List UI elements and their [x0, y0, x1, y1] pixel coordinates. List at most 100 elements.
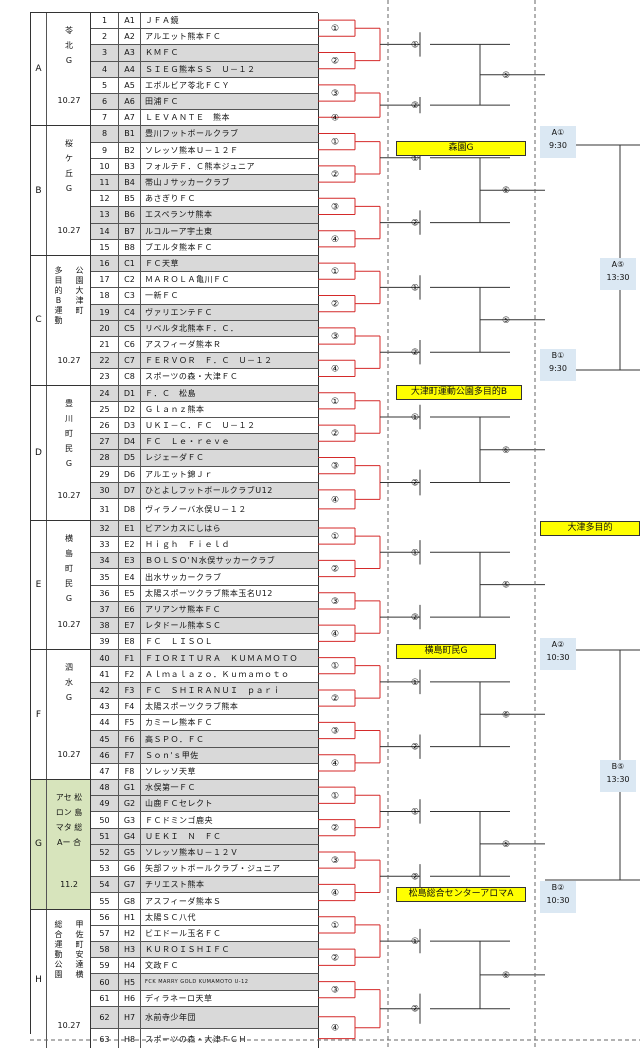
match-number: ① — [331, 267, 339, 277]
venue-char: 園 — [54, 969, 63, 979]
venue-char: 町 — [65, 428, 73, 438]
team-code: H7 — [119, 1006, 141, 1028]
team-number: 45 — [91, 731, 119, 747]
venue-char: マタ 総 — [55, 823, 83, 833]
match-number: ② — [331, 170, 339, 180]
team-code: C4 — [119, 304, 141, 320]
match-number: ⑥ — [502, 710, 510, 720]
team-number: 11 — [91, 175, 119, 191]
match-number: ② — [331, 564, 339, 574]
team-code: H8 — [119, 1028, 141, 1048]
team-name: スポーツの森・大津ＦＣ — [145, 372, 239, 382]
team-number: 52 — [91, 844, 119, 861]
team-number: 16 — [91, 256, 119, 272]
match-number: ⑥ — [502, 446, 510, 456]
team-name: カミーレ熊本ＦＣ — [145, 718, 213, 728]
match-number: ④ — [331, 759, 339, 769]
venue-char: 総 — [54, 919, 63, 929]
venue-char: 津 — [75, 296, 84, 305]
team-number: 23 — [91, 369, 119, 385]
team-name: レタドール熊本ＳＣ — [145, 621, 222, 631]
team-number: 4 — [91, 61, 119, 77]
team-name: ソレッソ天草 — [145, 766, 196, 776]
venue-char: 公 — [75, 266, 84, 275]
match-number: ① — [331, 397, 339, 407]
round-label: A⑤ — [611, 260, 625, 269]
team-number: 48 — [91, 780, 119, 796]
team-code: G6 — [119, 861, 141, 877]
venue-char: 達 — [75, 959, 84, 969]
group-letter: C — [31, 256, 47, 385]
team-code: B5 — [119, 191, 141, 207]
team-code: G1 — [119, 780, 141, 796]
team-number: 36 — [91, 585, 119, 601]
team-name: 高ＳＰＯ．ＦＣ — [145, 734, 205, 744]
team-name: ヴァリエンテＦＣ — [145, 307, 213, 317]
team-name: アリアンサ熊本ＦＣ — [145, 604, 222, 614]
team-number: 63 — [91, 1028, 119, 1048]
team-name: ＦＩＯＲＩＴＵＲＡ ＫＵＭＡＭＯＴＯ — [145, 653, 298, 663]
venue-char: 横 — [75, 969, 84, 979]
team-name: 水前寺少年団 — [145, 1012, 196, 1022]
venue-char: 町 — [75, 939, 84, 949]
venue-label: 大津多目的 — [540, 521, 640, 536]
team-number: 50 — [91, 812, 119, 828]
team-number: 7 — [91, 110, 119, 126]
round-time: 13:30 — [606, 775, 630, 784]
match-number: ② — [411, 1005, 419, 1015]
group-letter: H — [31, 909, 47, 1048]
match-number: ④ — [331, 495, 339, 505]
team-name: ディラネーロ天草 — [145, 993, 213, 1003]
team-code: D8 — [119, 499, 141, 520]
venue-char: 安 — [75, 949, 84, 959]
team-name: エスペランサ熊本 — [145, 210, 213, 220]
team-number: 1 — [91, 13, 119, 29]
team-name: ソレッソ熊本Ｕ－１２Ｖ — [145, 847, 239, 857]
round-label: B② — [551, 883, 565, 892]
match-number: ① — [411, 283, 419, 293]
team-code: H5 — [119, 974, 141, 990]
team-number: 37 — [91, 601, 119, 618]
team-name: 太陽スポーツクラブ熊本 — [145, 702, 239, 712]
venue-char: 泗 — [65, 663, 73, 673]
match-number: ⑤ — [502, 581, 510, 591]
team-number: 19 — [91, 304, 119, 320]
match-number: ① — [411, 548, 419, 558]
match-number: ① — [331, 921, 339, 931]
match-number: ③ — [331, 856, 339, 866]
team-name: 文政ＦＣ — [145, 961, 179, 971]
team-name: 田浦ＦＣ — [145, 97, 179, 107]
team-number: 13 — [91, 207, 119, 223]
team-name: ＦＣ天草 — [145, 259, 179, 269]
team-code: A6 — [119, 94, 141, 110]
venue-label: 大津町運動公園多目的B — [396, 385, 522, 400]
team-code: B4 — [119, 175, 141, 191]
team-number: 17 — [91, 272, 119, 288]
team-code: D2 — [119, 401, 141, 417]
round-time: 10:30 — [546, 896, 570, 905]
team-name: 帯山Ｊサッカークラブ — [145, 178, 230, 188]
team-code: C7 — [119, 353, 141, 369]
team-name: Ｇｌａｎｚ熊本 — [145, 404, 205, 414]
team-code: F8 — [119, 763, 141, 780]
